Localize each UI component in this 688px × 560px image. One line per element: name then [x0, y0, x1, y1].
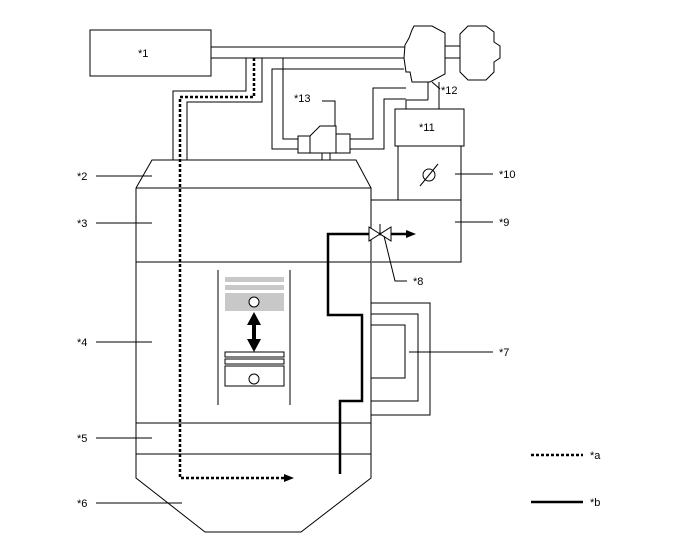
legend-a-label: *a [590, 450, 601, 462]
engine-outline [135, 187, 372, 533]
pipe-13-inner-bottom [271, 68, 404, 150]
label-11: *11 [419, 122, 435, 134]
label-5: *5 [77, 433, 87, 445]
label-3: *3 [77, 218, 87, 230]
label-10: *10 [499, 169, 516, 181]
label-4: *4 [77, 337, 87, 349]
pipe-13-inner-top [282, 57, 404, 140]
pipe-1-down-outer [172, 58, 247, 160]
label-8: *8 [413, 276, 423, 288]
label-1: *1 [138, 48, 148, 60]
solid-flow-arrowhead [406, 230, 416, 238]
dotted-flow-arrowhead [284, 474, 294, 482]
dotted-flow-path [178, 58, 286, 480]
piston-lower-icon [224, 351, 285, 387]
label-12: *12 [441, 85, 458, 97]
label-9: *9 [499, 217, 509, 229]
turbo-compressor-icon [403, 25, 446, 83]
piston-icon [225, 277, 284, 311]
turbo-turbine-icon [459, 25, 501, 81]
component-1-box [89, 29, 212, 77]
valve-13-icon [297, 125, 351, 154]
label-13: *13 [294, 93, 311, 105]
label-8-leader [383, 235, 407, 282]
component-11-box [394, 108, 465, 147]
egr-cooler-outer [371, 302, 431, 416]
egr-cooler-middle [371, 313, 419, 402]
pipe-13-right-inner [350, 98, 406, 150]
turbo-shaft [444, 45, 461, 59]
label-2: *2 [77, 171, 87, 183]
pipe-1-down-inner [186, 58, 263, 160]
label-13-leader [322, 100, 336, 126]
intake-manifold [371, 199, 462, 263]
throttle-plate [419, 163, 439, 187]
egr-valve-icon [368, 224, 392, 242]
solid-flow-path [326, 232, 408, 474]
pipe-13-right-outer [350, 87, 406, 140]
label-6: *6 [77, 498, 87, 510]
label-7: *7 [499, 347, 509, 359]
head-cover [135, 159, 372, 189]
egr-cooler-inner [371, 324, 406, 379]
piston-motion-arrow [247, 312, 261, 352]
legend-b-label: *b [590, 497, 600, 509]
